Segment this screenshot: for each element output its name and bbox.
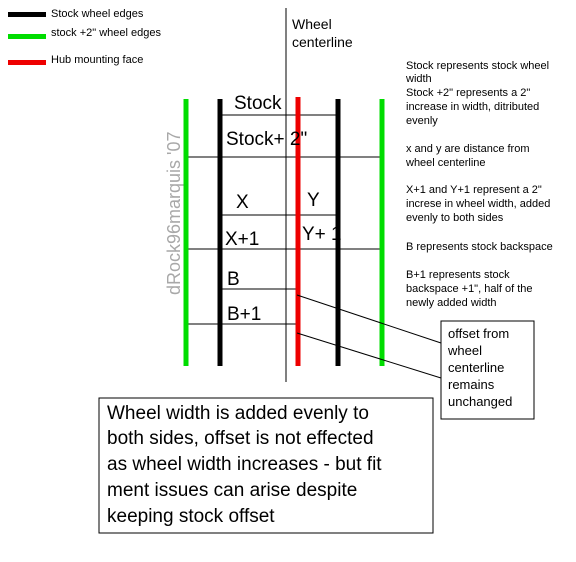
legend-label-hub: Hub mounting face [51,54,143,66]
label-x: X [236,192,249,213]
pointer-line-upper [296,294,442,344]
label-x-plus: X+1 [225,229,259,250]
notes: Stock represents stock wheel width Stock… [405,60,553,309]
legend-label-stock-plus: stock +2" wheel edges [51,27,162,39]
offset-box-line3: centerline [448,360,504,375]
summary-line1: Wheel width is added evenly to [107,403,369,424]
summary-box [98,397,434,534]
offset-box [440,320,535,420]
legend-swatch-stock [8,12,46,17]
label-stock-plus: Stock+ 2" [226,129,307,150]
label-b-plus: B+1 [227,304,261,325]
pointer-line-lower [296,332,442,379]
note-b-plus-line2: backspace +1", half of the [406,283,533,295]
label-y: Y [307,190,320,211]
legend-swatch-stock-plus [8,34,46,39]
label-stock: Stock [234,93,282,114]
legend: Stock wheel edges stock +2" wheel edges … [8,8,162,66]
centerline-label-line2: centerline [292,34,353,50]
note-b-plus-line1: B+1 represents stock [406,269,510,281]
legend-swatch-hub [8,60,46,65]
note-stock-plus-line3: evenly [406,115,438,127]
note-xy-plus-line1: X+1 and Y+1 represent a 2" [406,184,542,196]
watermark: dRock96marquis '07 [164,131,184,295]
note-stock-plus-line2: increase in width, ditributed [406,101,539,113]
legend-label-stock: Stock wheel edges [51,8,144,20]
summary-line3: as wheel width increases - but fit [107,454,382,475]
offset-box-line5: unchanged [448,394,512,409]
summary-line5: keeping stock offset [107,506,275,527]
offset-box-line2: wheel [447,343,482,358]
note-stock-line2: width [405,73,432,85]
offset-box-line4: remains [448,377,495,392]
summary-line4: ment issues can arise despite [107,480,357,501]
offset-box-line1: offset from [448,326,509,341]
note-xy-plus-line2: increse in wheel width, added [406,198,550,210]
note-stock-line1: Stock represents stock wheel [406,60,549,72]
summary-line2: both sides, offset is not effected [107,428,374,449]
label-y-plus: Y+ 1 [302,224,342,245]
note-xy-line2: wheel centerline [405,157,486,169]
note-b-plus-line3: newly added width [406,297,497,309]
label-b: B [227,269,240,290]
note-b-line1: B represents stock backspace [406,241,553,253]
note-stock-plus-line1: Stock +2" represents a 2" [406,87,530,99]
note-xy-line1: x and y are distance from [406,143,530,155]
centerline-label-line1: Wheel [292,16,332,32]
note-xy-plus-line3: evenly to both sides [406,212,504,224]
